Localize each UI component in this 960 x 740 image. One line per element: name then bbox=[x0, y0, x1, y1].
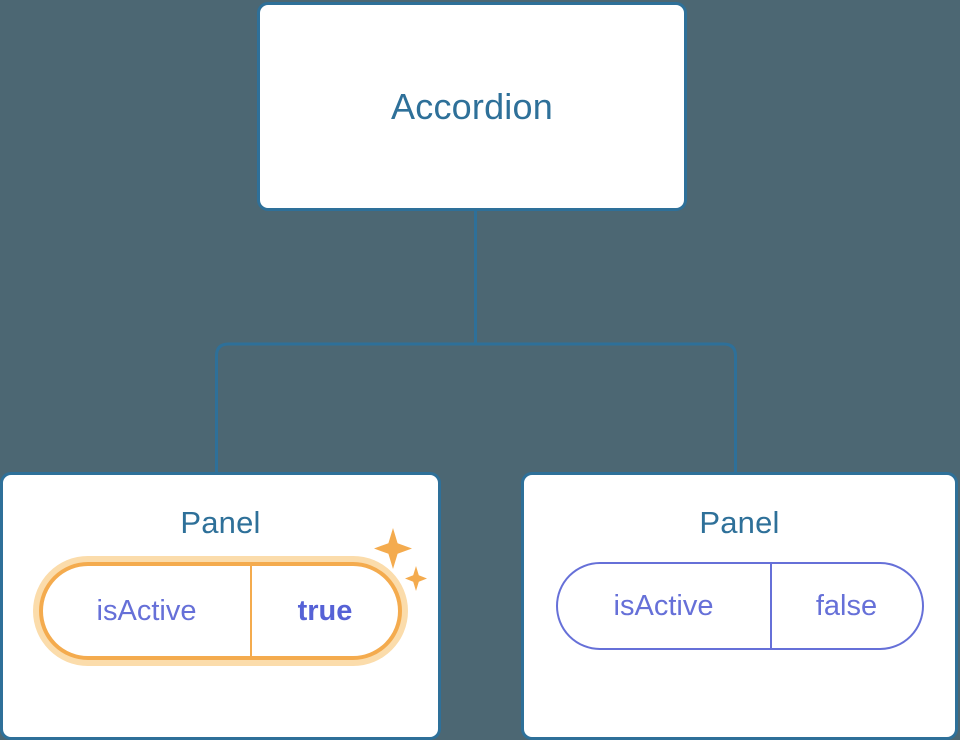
node-accordion-title: Accordion bbox=[391, 85, 553, 127]
node-panel-inactive-title: Panel bbox=[699, 505, 780, 540]
prop-pill-wrapper-active: isActive true bbox=[39, 528, 427, 660]
prop-pill-isactive-false[interactable]: isActive false bbox=[555, 562, 924, 650]
prop-value-label: false bbox=[769, 564, 922, 648]
prop-key-label: isActive bbox=[96, 594, 197, 627]
node-panel-inactive[interactable]: Panel isActive false bbox=[521, 472, 958, 740]
prop-value-label: true bbox=[250, 566, 398, 656]
node-panel-active-title: Panel bbox=[180, 505, 261, 540]
prop-pill-wrapper-inactive: isActive false bbox=[555, 562, 924, 650]
connector-branch-bus bbox=[215, 342, 737, 472]
prop-pill-isactive-true[interactable]: isActive true bbox=[39, 562, 402, 660]
node-panel-active[interactable]: Panel isActive true bbox=[0, 472, 441, 740]
prop-key-label: isActive bbox=[613, 589, 714, 622]
node-accordion[interactable]: Accordion bbox=[257, 2, 687, 211]
